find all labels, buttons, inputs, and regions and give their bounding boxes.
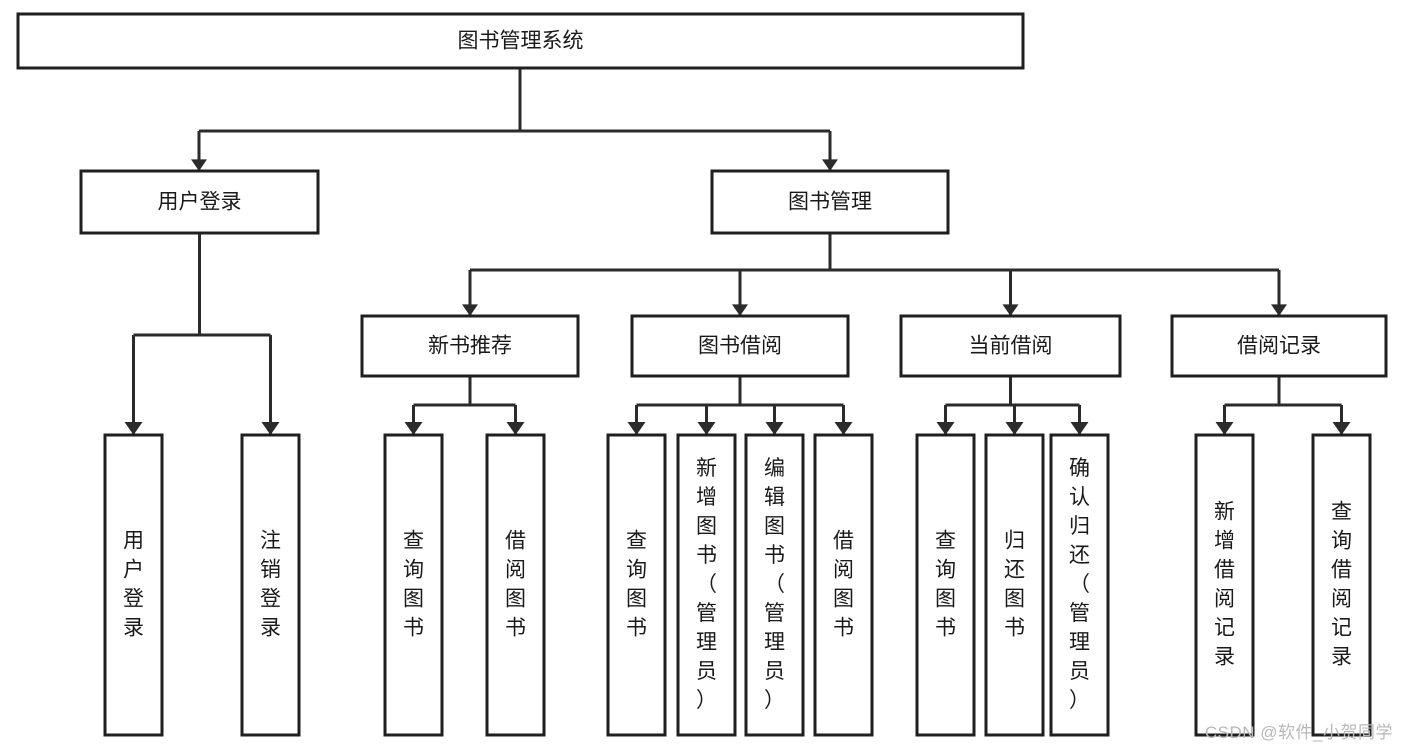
node-box[interactable] <box>1049 433 1110 737</box>
node-label: 图书管理系统 <box>458 30 584 53</box>
node-label: 新增图书（管理员） <box>696 457 717 712</box>
node-leaf-add-record[interactable]: 新增借阅记录 <box>1194 433 1255 737</box>
node-leaf-edit-book[interactable]: 编辑图书（管理员） <box>744 433 805 737</box>
arrowhead-icon <box>697 421 716 435</box>
arrowhead-icon <box>261 421 280 435</box>
connector-layer <box>124 68 1351 435</box>
node-label: 图书借阅 <box>698 335 782 358</box>
node-box[interactable] <box>710 169 950 235</box>
node-label: 图书管理 <box>788 191 872 214</box>
node-layer: 图书管理系统用户登录图书管理新书推荐图书借阅当前借阅借阅记录用户登录注销登录查询… <box>16 12 1388 737</box>
node-label: 借阅记录 <box>1237 335 1321 358</box>
node-leaf-user-login[interactable]: 用户登录 <box>103 433 164 737</box>
arrowhead-icon <box>627 421 646 435</box>
arrowhead-icon <box>462 304 478 316</box>
node-box[interactable] <box>240 433 301 737</box>
node-box[interactable] <box>813 433 874 737</box>
node-book-borrow[interactable]: 图书借阅 <box>630 314 850 378</box>
node-root[interactable]: 图书管理系统 <box>16 12 1025 70</box>
node-box[interactable] <box>383 433 444 737</box>
arrowhead-icon <box>1005 421 1024 435</box>
node-label: 当前借阅 <box>969 335 1053 358</box>
node-label: 新增借阅记录 <box>1214 500 1235 668</box>
node-label: 查询图书 <box>403 529 424 639</box>
node-box[interactable] <box>79 169 320 235</box>
arrowhead-icon <box>124 421 143 435</box>
node-box[interactable] <box>915 433 976 737</box>
node-box[interactable] <box>103 433 164 737</box>
arrowhead-icon <box>404 421 423 435</box>
node-leaf-add-book[interactable]: 新增图书（管理员） <box>676 433 737 737</box>
node-box[interactable] <box>1311 433 1372 737</box>
node-label: 用户登录 <box>123 529 144 639</box>
node-leaf-query-book-1[interactable]: 查询图书 <box>383 433 444 737</box>
node-label: 借阅图书 <box>505 529 526 639</box>
arrowhead-icon <box>1070 421 1089 435</box>
arrowhead-icon <box>732 304 748 316</box>
arrowhead-icon <box>936 421 955 435</box>
node-label: 查询图书 <box>935 529 956 639</box>
node-box[interactable] <box>360 314 580 378</box>
arrowhead-icon <box>834 421 853 435</box>
node-leaf-confirm-return[interactable]: 确认归还（管理员） <box>1049 433 1110 737</box>
node-current-borrow[interactable]: 当前借阅 <box>899 314 1122 378</box>
node-box[interactable] <box>606 433 667 737</box>
node-box[interactable] <box>984 433 1045 737</box>
node-label: 确认归还（管理员） <box>1069 457 1090 712</box>
node-label: 新书推荐 <box>428 335 512 358</box>
node-new-book-recommend[interactable]: 新书推荐 <box>360 314 580 378</box>
csdn-watermark: CSDN @软件_小贺同学 <box>1204 723 1393 742</box>
node-label: 借阅图书 <box>833 529 854 639</box>
node-box[interactable] <box>1170 314 1388 378</box>
node-leaf-query-book-3[interactable]: 查询图书 <box>915 433 976 737</box>
node-label: 注销登录 <box>260 529 281 639</box>
node-label: 查询借阅记录 <box>1331 500 1352 668</box>
node-box[interactable] <box>899 314 1122 378</box>
node-box[interactable] <box>16 12 1025 70</box>
node-leaf-return-book[interactable]: 归还图书 <box>984 433 1045 737</box>
node-borrow-record[interactable]: 借阅记录 <box>1170 314 1388 378</box>
node-book-manage[interactable]: 图书管理 <box>710 169 950 235</box>
arrowhead-icon <box>822 159 838 171</box>
node-box[interactable] <box>485 433 546 737</box>
arrowhead-icon <box>765 421 784 435</box>
arrowhead-icon <box>1215 421 1234 435</box>
node-label: 查询图书 <box>626 529 647 639</box>
node-leaf-borrow-book-1[interactable]: 借阅图书 <box>485 433 546 737</box>
node-leaf-query-book-2[interactable]: 查询图书 <box>606 433 667 737</box>
node-label: 编辑图书（管理员） <box>764 457 785 712</box>
node-leaf-query-record[interactable]: 查询借阅记录 <box>1311 433 1372 737</box>
node-label: 归还图书 <box>1004 529 1025 639</box>
node-box[interactable] <box>630 314 850 378</box>
arrowhead-icon <box>191 159 207 171</box>
arrowhead-icon <box>506 421 525 435</box>
arrowhead-icon <box>1002 304 1019 316</box>
node-leaf-logout[interactable]: 注销登录 <box>240 433 301 737</box>
node-box[interactable] <box>1194 433 1255 737</box>
arrowhead-icon <box>1332 421 1351 435</box>
node-label: 用户登录 <box>158 191 242 214</box>
arrowhead-icon <box>1271 304 1287 316</box>
node-box[interactable] <box>676 433 737 737</box>
node-leaf-borrow-book-2[interactable]: 借阅图书 <box>813 433 874 737</box>
node-user-login[interactable]: 用户登录 <box>79 169 320 235</box>
node-box[interactable] <box>744 433 805 737</box>
